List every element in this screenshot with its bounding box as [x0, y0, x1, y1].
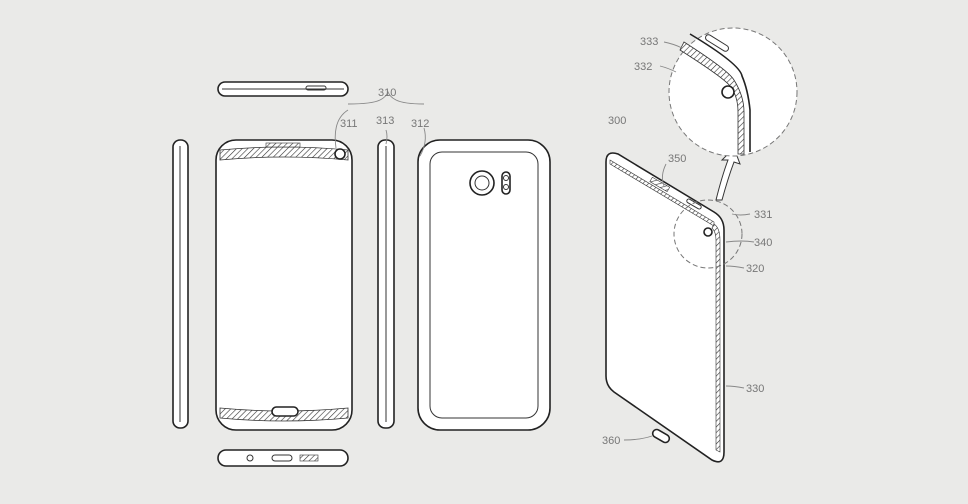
label-330: 330	[746, 383, 764, 395]
label-340: 340	[754, 237, 772, 249]
label-300: 300	[608, 115, 626, 127]
right-side-view	[377, 139, 395, 429]
home-button	[271, 406, 299, 417]
label-333: 333	[640, 36, 658, 48]
back-view-phone	[417, 139, 551, 431]
label-350: 350	[668, 153, 686, 165]
label-311: 311	[340, 118, 358, 130]
front-view-phone	[215, 139, 353, 431]
magnified-detail	[668, 27, 798, 157]
label-312: 312	[411, 118, 429, 130]
rear-camera-icon	[469, 170, 495, 196]
front-camera-icon	[334, 148, 346, 160]
label-360: 360	[602, 435, 620, 447]
label-332: 332	[634, 61, 652, 73]
label-310: 310	[378, 87, 396, 99]
label-331: 331	[754, 209, 772, 221]
top-view-phone	[217, 81, 349, 97]
left-side-view	[172, 139, 189, 429]
label-313: 313	[376, 115, 394, 127]
label-320: 320	[746, 263, 764, 275]
bottom-view-phone	[217, 449, 349, 467]
perspective-phone	[605, 152, 725, 463]
